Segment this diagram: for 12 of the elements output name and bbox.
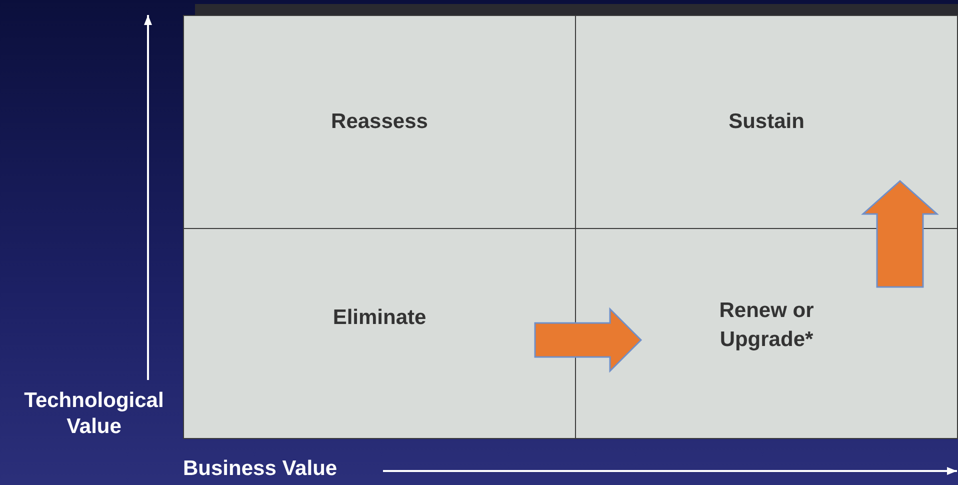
block-arrow bbox=[861, 180, 939, 288]
quadrant-label: Eliminate bbox=[332, 305, 426, 332]
quadrant-label: Renew or Upgrade* bbox=[718, 298, 815, 352]
axis-label: Technological Value bbox=[23, 388, 165, 440]
block-arrow bbox=[534, 307, 642, 373]
axis-label: Business Value bbox=[183, 456, 338, 482]
quadrant-label: Reassess bbox=[331, 108, 428, 135]
quadrant-cell bbox=[575, 228, 958, 439]
quadrant-cell bbox=[183, 15, 576, 229]
quadrant-label: Sustain bbox=[728, 108, 804, 135]
quadrant-cell bbox=[575, 15, 958, 229]
quadrant-cell bbox=[183, 228, 576, 439]
